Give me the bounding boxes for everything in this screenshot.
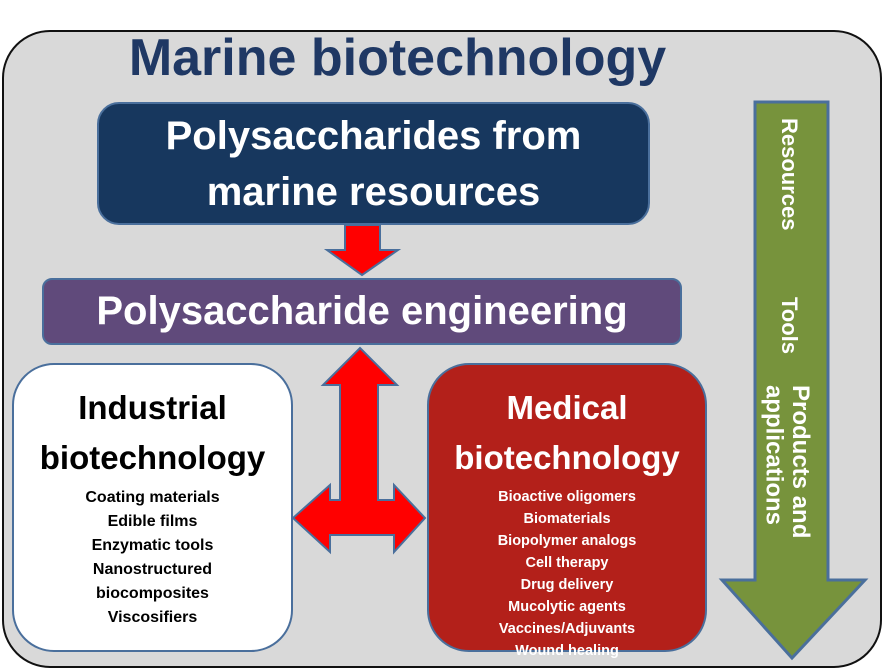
list-item: Edible films (107, 513, 198, 530)
industrial-heading: Industrial biotechnology (40, 383, 266, 482)
list-item: Biomaterials (523, 511, 611, 528)
down-arrow (323, 224, 402, 277)
list-item: Nanostructured (92, 561, 213, 578)
branch-arrow (291, 346, 427, 555)
list-item: Viscosifiers (107, 609, 198, 626)
list-item: Cell therapy (525, 555, 609, 572)
engineering-label: Polysaccharide engineering (96, 289, 628, 333)
medical-heading: Medical biotechnology (454, 383, 680, 482)
list-item: Coating materials (85, 489, 220, 506)
medical-items: Bioactive oligomers Biomaterials Biopoly… (498, 486, 637, 662)
list-item: Mucolytic agents (508, 599, 626, 616)
list-item: biocomposites (96, 585, 209, 602)
list-item: Biopolymer analogs (497, 533, 637, 550)
medical-heading-1: Medical (506, 389, 628, 426)
source-line-1: Polysaccharides from (165, 113, 582, 158)
industrial-box: Industrial biotechnology Coating materia… (12, 363, 293, 652)
list-item: Drug delivery (520, 577, 614, 594)
list-item: Vaccines/Adjuvants (498, 621, 636, 638)
flow-arrow (718, 100, 869, 661)
medical-heading-2: biotechnology (454, 438, 680, 476)
source-line-2: marine resources (206, 169, 541, 214)
list-item: Bioactive oligomers (498, 489, 636, 505)
industrial-heading-1: Industrial (78, 389, 227, 426)
engineering-box: Polysaccharide engineering (42, 278, 682, 345)
industrial-heading-2: biotechnology (39, 438, 266, 476)
stage-resources: Resources (777, 118, 803, 231)
stage-tools: Tools (777, 297, 803, 355)
stage-products: Products and applications (760, 385, 813, 538)
stage-products-line-1: Products and (786, 385, 814, 539)
industrial-items: Coating materials Edible films Enzymatic… (85, 486, 219, 630)
medical-box: Medical biotechnology Bioactive oligomer… (427, 363, 707, 659)
stage-products-line-2: applications (760, 385, 788, 526)
list-item: Wound healing (515, 643, 619, 660)
diagram-title: Marine biotechnology (128, 29, 667, 87)
list-item: Enzymatic tools (91, 537, 214, 554)
